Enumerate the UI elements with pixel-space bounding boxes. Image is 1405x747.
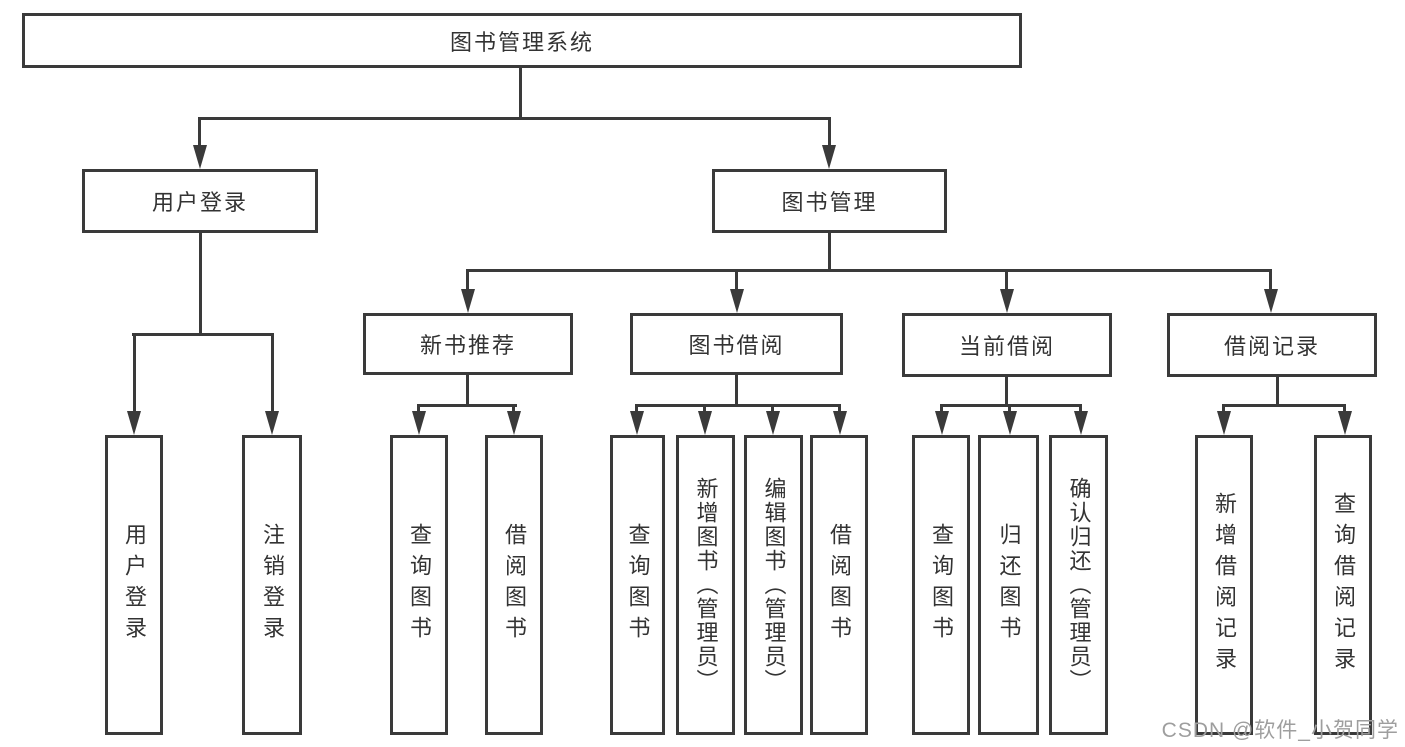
leaf-edit-books-admin: 编辑图书（管理员） xyxy=(744,435,803,735)
connector-to-leaf-c4 xyxy=(838,406,841,414)
connector-to-user-login xyxy=(198,118,201,148)
connector-to-leaf-login xyxy=(133,335,136,413)
arrow-to-book-borrow xyxy=(730,289,744,313)
leaf-logout-label: 注销登录 xyxy=(260,523,285,647)
connector-user-login-split xyxy=(132,333,274,336)
connector-to-new-book xyxy=(466,271,469,293)
leaf-query-books-borrow: 查询图书 xyxy=(610,435,665,735)
arrow-to-book-management xyxy=(822,145,836,169)
connector-borrow-records-stem xyxy=(1276,377,1279,406)
leaf-query-books-recommend: 查询图书 xyxy=(390,435,448,735)
arrow-to-leaf-login xyxy=(127,411,141,435)
leaf-query-books-current-label: 查询图书 xyxy=(929,523,954,647)
connector-to-leaf-b1 xyxy=(417,406,420,414)
arrow-to-leaf-e1 xyxy=(1217,411,1231,435)
leaf-user-login-label: 用户登录 xyxy=(122,523,147,647)
leaf-add-borrow-record-label: 新增借阅记录 xyxy=(1212,492,1237,678)
node-book-borrow: 图书借阅 xyxy=(630,313,843,375)
node-borrow-records: 借阅记录 xyxy=(1167,313,1377,377)
node-library-system: 图书管理系统 xyxy=(22,13,1022,68)
leaf-add-books-admin: 新增图书（管理员） xyxy=(676,435,735,735)
connector-new-book-stem xyxy=(466,375,469,406)
leaf-query-borrow-record-label: 查询借阅记录 xyxy=(1331,492,1356,678)
node-book-management: 图书管理 xyxy=(712,169,947,233)
connector-to-borrow-records xyxy=(1269,271,1272,293)
leaf-confirm-return-admin-label: 确认归还（管理员） xyxy=(1066,477,1092,693)
connector-to-leaf-c3 xyxy=(771,406,774,414)
connector-to-leaf-c1 xyxy=(635,406,638,414)
connector-to-book-management xyxy=(828,118,831,148)
leaf-borrow-books-label: 借阅图书 xyxy=(827,523,852,647)
connector-current-borrow-stem xyxy=(1005,377,1008,406)
connector-to-leaf-d2 xyxy=(1008,406,1011,414)
connector-to-leaf-e2 xyxy=(1343,406,1346,414)
leaf-confirm-return-admin: 确认归还（管理员） xyxy=(1049,435,1108,735)
leaf-borrow-books-recommend: 借阅图书 xyxy=(485,435,543,735)
connector-borrow-records-split xyxy=(1222,404,1346,407)
leaf-borrow-books-recommend-label: 借阅图书 xyxy=(502,523,527,647)
connector-book-borrow-stem xyxy=(735,375,738,406)
connector-to-current-borrow xyxy=(1005,271,1008,293)
connector-user-login-stem xyxy=(199,233,202,335)
node-current-borrow: 当前借阅 xyxy=(902,313,1112,377)
connector-to-leaf-d3 xyxy=(1079,406,1082,414)
leaf-logout: 注销登录 xyxy=(242,435,302,735)
arrow-to-user-login xyxy=(193,145,207,169)
arrow-to-leaf-d2 xyxy=(1003,411,1017,435)
node-new-book-recommend: 新书推荐 xyxy=(363,313,573,375)
arrow-to-leaf-c2 xyxy=(698,411,712,435)
connector-to-leaf-logout xyxy=(271,335,274,413)
connector-to-book-borrow xyxy=(735,271,738,293)
arrow-to-leaf-e2 xyxy=(1338,411,1352,435)
arrow-to-leaf-c3 xyxy=(766,411,780,435)
connector-new-book-split xyxy=(417,404,517,407)
arrow-to-leaf-c4 xyxy=(833,411,847,435)
leaf-add-books-admin-label: 新增图书（管理员） xyxy=(693,477,719,693)
connector-current-borrow-split xyxy=(940,404,1082,407)
arrow-to-leaf-c1 xyxy=(630,411,644,435)
arrow-to-borrow-records xyxy=(1264,289,1278,313)
leaf-edit-books-admin-label: 编辑图书（管理员） xyxy=(761,477,787,693)
leaf-query-books-current: 查询图书 xyxy=(912,435,970,735)
leaf-query-borrow-record: 查询借阅记录 xyxy=(1314,435,1372,735)
connector-root-stem xyxy=(519,68,522,118)
leaf-query-books-borrow-label: 查询图书 xyxy=(625,523,651,647)
connector-to-leaf-e1 xyxy=(1222,406,1225,414)
arrow-to-leaf-logout xyxy=(265,411,279,435)
connector-level3-split xyxy=(466,269,1272,272)
connector-to-leaf-d1 xyxy=(940,406,943,414)
leaf-borrow-books: 借阅图书 xyxy=(810,435,868,735)
leaf-add-borrow-record: 新增借阅记录 xyxy=(1195,435,1253,735)
leaf-user-login: 用户登录 xyxy=(105,435,163,735)
arrow-to-new-book xyxy=(461,289,475,313)
connector-to-leaf-c2 xyxy=(703,406,706,414)
leaf-return-books-label: 归还图书 xyxy=(996,523,1022,647)
connector-level1-split xyxy=(198,117,831,120)
arrow-to-leaf-b1 xyxy=(412,411,426,435)
leaf-query-books-recommend-label: 查询图书 xyxy=(407,523,432,647)
arrow-to-leaf-d3 xyxy=(1074,411,1088,435)
watermark-text: CSDN @软件_小贺同学 xyxy=(1161,719,1399,742)
connector-book-management-stem xyxy=(828,233,831,271)
connector-to-leaf-b2 xyxy=(512,406,515,414)
arrow-to-leaf-b2 xyxy=(507,411,521,435)
arrow-to-leaf-d1 xyxy=(935,411,949,435)
node-user-login: 用户登录 xyxy=(82,169,318,233)
leaf-return-books: 归还图书 xyxy=(978,435,1039,735)
connector-book-borrow-split xyxy=(635,404,841,407)
arrow-to-current-borrow xyxy=(1000,289,1014,313)
